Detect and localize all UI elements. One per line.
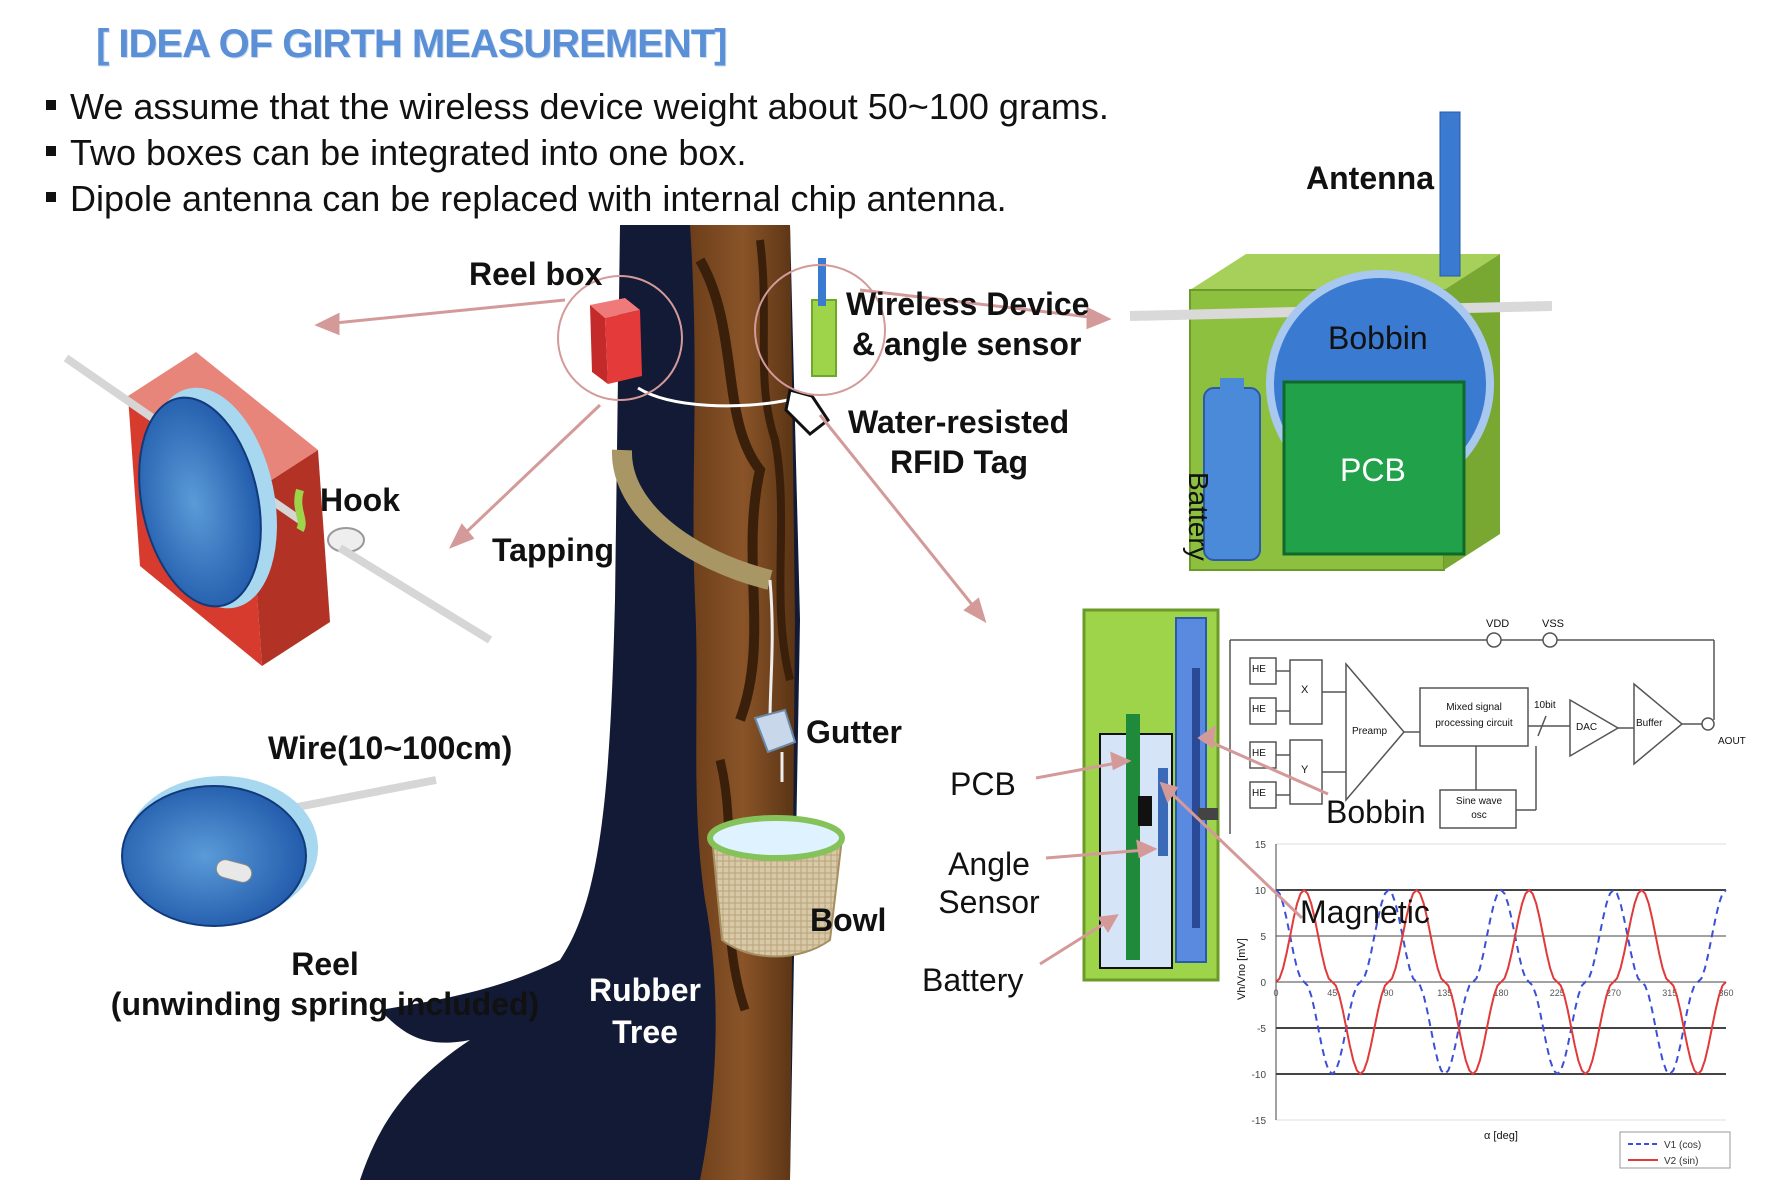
chart-x-tick-label: 180 xyxy=(1493,988,1508,998)
chart-series-line-v1 xyxy=(1275,888,1727,1076)
bullet-list: We assume that the wireless device weigh… xyxy=(40,84,1109,222)
chart-x-tick-label: 135 xyxy=(1437,988,1452,998)
square-bullet-icon xyxy=(46,192,56,203)
x-block-label: X xyxy=(1301,684,1309,696)
mixed-signal-label: Mixed signal xyxy=(1446,702,1502,713)
tapping-cut xyxy=(611,449,773,590)
he-label: HE xyxy=(1252,704,1266,715)
tapping-label: Tapping xyxy=(492,532,615,568)
wireless-callout-circle xyxy=(754,264,886,396)
bowl-label: Bowl xyxy=(810,902,887,938)
gutter-flow xyxy=(768,579,774,721)
square-bullet-icon xyxy=(46,100,56,111)
reel-spring-label: (unwinding spring included) xyxy=(110,986,540,1022)
bits-label: 10bit xyxy=(1534,700,1556,711)
bullet-item: We assume that the wireless device weigh… xyxy=(40,84,1109,130)
chart-y-tick-label: 10 xyxy=(1255,886,1267,897)
preamp-label: Preamp xyxy=(1352,726,1388,737)
chart-series-line-v2 xyxy=(1275,888,1727,1076)
pcb-label: PCB xyxy=(950,766,1016,802)
buffer-label: Buffer xyxy=(1636,718,1663,729)
chart-y-tick-label: 5 xyxy=(1260,932,1266,943)
hook-label: Hook xyxy=(320,482,400,518)
rubber-tree-label-2: Tree xyxy=(612,1014,678,1050)
he-label: HE xyxy=(1252,664,1266,675)
battery-box-label: Battery xyxy=(1183,472,1214,561)
reel-box-label: Reel box xyxy=(469,256,603,292)
chart-y-axis-label: Vh/Vno [mV] xyxy=(1236,938,1248,1000)
antenna-label: Antenna xyxy=(1306,160,1434,196)
rfid-tag xyxy=(784,388,831,436)
reel-box-large xyxy=(63,352,493,666)
reel-box-callout-circle xyxy=(557,275,683,401)
circuit-block-diagram xyxy=(1229,632,1715,834)
girth-wire xyxy=(637,386,789,408)
chart-x-axis-label: α [deg] xyxy=(1484,1130,1518,1142)
vss-label: VSS xyxy=(1542,618,1565,630)
bullet-item: Dipole antenna can be replaced with inte… xyxy=(40,176,1109,222)
he-label: HE xyxy=(1252,788,1266,799)
sensor-label: Sensor xyxy=(938,884,1040,920)
angle-label: Angle xyxy=(948,846,1030,882)
wireless-device-box-3d xyxy=(1129,111,1553,571)
chart-x-tick-label: 360 xyxy=(1718,988,1733,998)
chart-y-tick-label: 0 xyxy=(1260,978,1266,989)
wire-label: Wire(10~100cm) xyxy=(268,730,513,766)
reel-large xyxy=(121,776,437,927)
chart-y-tick-label: -5 xyxy=(1257,1024,1266,1035)
vdd-label: VDD xyxy=(1486,618,1510,630)
water-resisted-label: Water-resisted xyxy=(848,404,1070,440)
chart-y-tick-label: -10 xyxy=(1252,1070,1267,1081)
square-bullet-icon xyxy=(46,146,56,157)
chart-legend-label: V2 (sin) xyxy=(1664,1156,1698,1167)
bullet-item: Two boxes can be integrated into one box… xyxy=(40,130,1109,176)
magnetic-label: Magnetic xyxy=(1300,894,1430,930)
chart-x-tick-label: 270 xyxy=(1606,988,1621,998)
rubber-tree-label: Rubber xyxy=(589,972,701,1008)
gutter-label: Gutter xyxy=(806,714,902,750)
reel-box-small xyxy=(590,298,642,384)
bobbin-label: Bobbin xyxy=(1326,794,1426,830)
chart-legend-box xyxy=(1619,1131,1731,1169)
battery-label: Battery xyxy=(922,962,1024,998)
angle-sensor-label: & angle sensor xyxy=(852,326,1082,362)
mixed-signal-label-2: processing circuit xyxy=(1435,718,1513,729)
gutter-shape xyxy=(753,708,797,754)
chart-x-tick-label: 225 xyxy=(1550,988,1565,998)
chart-x-tick-label: 90 xyxy=(1383,988,1393,998)
bobbin-box-label: Bobbin xyxy=(1328,320,1428,356)
sine-osc-label-2: osc xyxy=(1471,810,1487,821)
dac-label: DAC xyxy=(1576,722,1598,733)
callout-arrows xyxy=(314,288,1112,624)
wireless-device-label: Wireless Device xyxy=(846,286,1090,322)
bowl-shape xyxy=(707,815,845,958)
pcb-box-label: PCB xyxy=(1340,452,1406,488)
he-label: HE xyxy=(1252,748,1266,759)
chart-y-tick-label: 15 xyxy=(1255,840,1267,851)
chart-x-tick-label: 315 xyxy=(1662,988,1677,998)
cross-section-pointers xyxy=(1035,724,1329,966)
reel-label: Reel xyxy=(291,946,359,982)
aout-label: AOUT xyxy=(1718,736,1746,747)
rfid-tag-label: RFID Tag xyxy=(890,444,1029,480)
slide-title: [ IDEA OF GIRTH MEASUREMENT] xyxy=(96,22,727,66)
y-block-label: Y xyxy=(1301,764,1309,776)
chart-x-tick-label: 45 xyxy=(1327,988,1337,998)
sine-osc-label: Sine wave xyxy=(1455,796,1503,807)
chart-y-tick-label: -15 xyxy=(1252,1116,1267,1127)
chart-legend-label: V1 (cos) xyxy=(1664,1140,1701,1151)
wireless-device-small xyxy=(811,258,837,377)
